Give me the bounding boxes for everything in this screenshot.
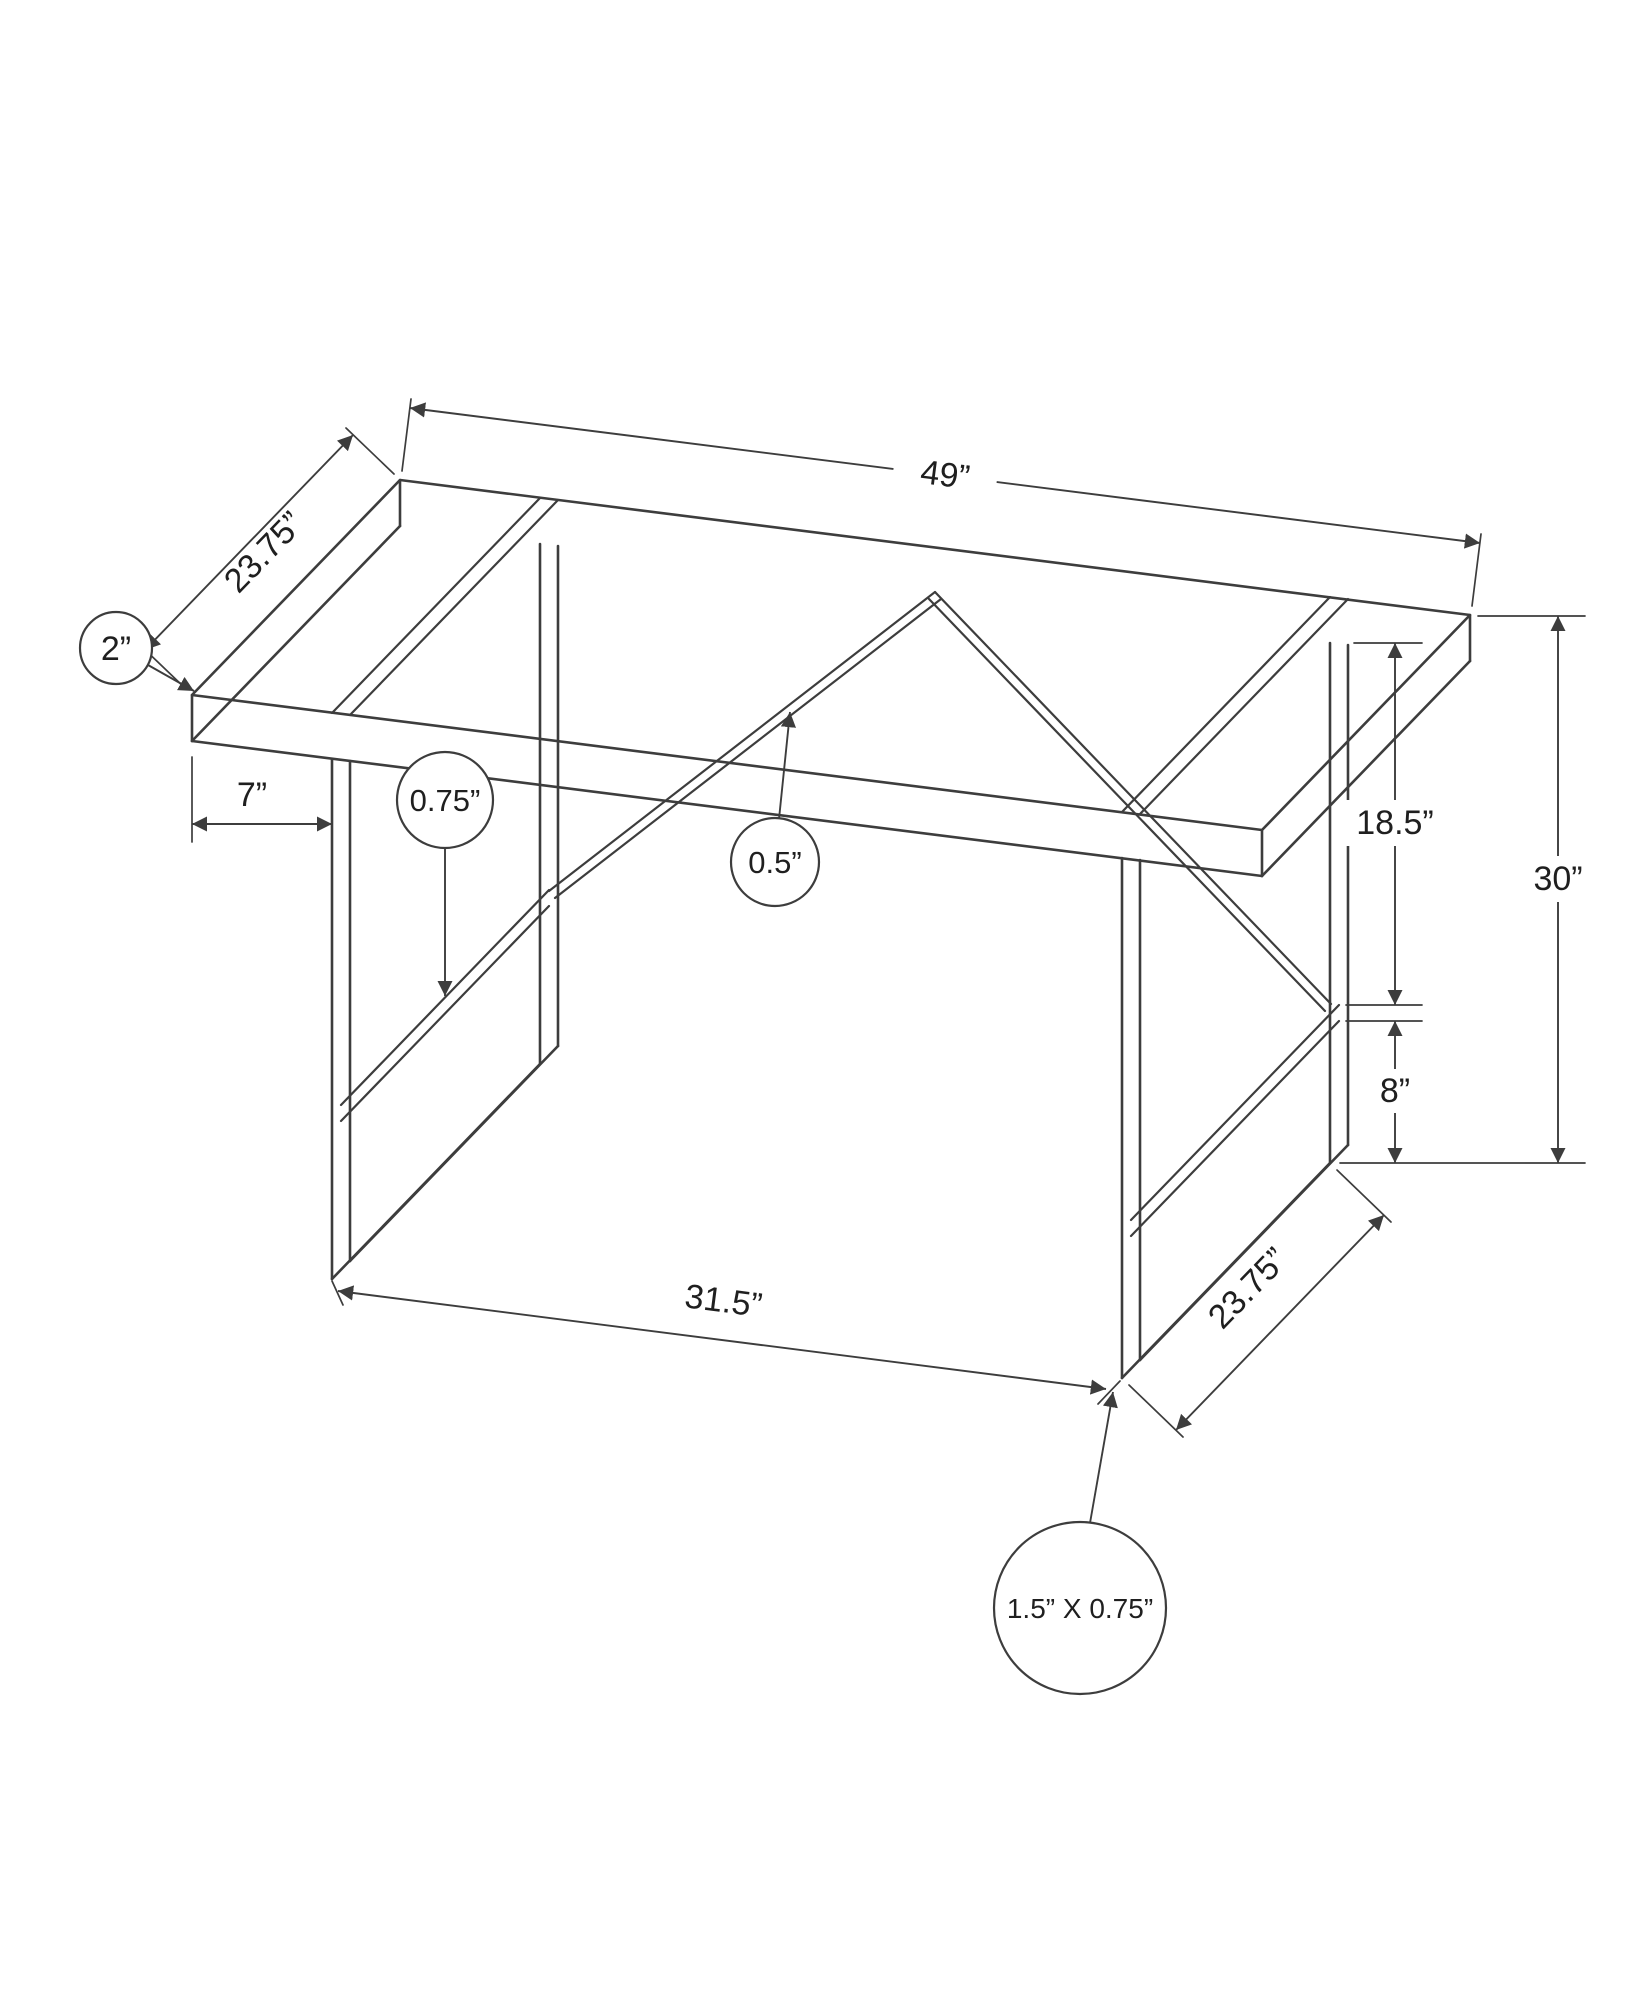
desk-top-slab <box>190 478 1472 878</box>
dim-label-top-length: 49” <box>918 453 972 497</box>
dim-label-lower-leg-gap: 8” <box>1380 1072 1410 1110</box>
dim-label-overall-height: 30” <box>1533 860 1582 898</box>
dim-label-side-overhang: 7” <box>237 776 267 814</box>
dim-label-frame-tube: 0.75” <box>410 783 481 818</box>
dim-overall-height: 30” <box>1339 615 1602 1164</box>
dim-top-length: 49” <box>401 398 1482 607</box>
dim-top-depth: 23.75” <box>137 427 395 690</box>
left-leg-frame <box>330 542 560 1281</box>
callout-frame-tube: 0.75” <box>395 750 495 996</box>
right-leg-frame <box>1120 641 1350 1380</box>
callout-brace-tube: 0.5” <box>729 711 821 908</box>
callout-top-thickness: 2” <box>78 610 195 692</box>
dim-label-upper-leg-gap: 18.5” <box>1356 804 1434 842</box>
dim-leg-depth: 23.75” <box>1128 1169 1392 1438</box>
dim-lower-leg-gap: 8” <box>1345 1020 1425 1163</box>
dim-label-brace-tube: 0.5” <box>748 845 801 880</box>
dim-leg-span: 31.5” <box>331 1277 1121 1405</box>
v-support-braces <box>547 590 1333 1013</box>
dim-label-top-thickness: 2” <box>101 630 131 668</box>
dim-side-overhang: 7” <box>191 756 332 843</box>
callout-leg-tube-profile: 1.5” X 0.75” <box>992 1391 1168 1696</box>
dim-label-leg-span: 31.5” <box>683 1277 765 1325</box>
dim-upper-leg-gap: 18.5” <box>1339 642 1451 1006</box>
dim-label-leg-tube-profile: 1.5” X 0.75” <box>1007 1593 1153 1624</box>
